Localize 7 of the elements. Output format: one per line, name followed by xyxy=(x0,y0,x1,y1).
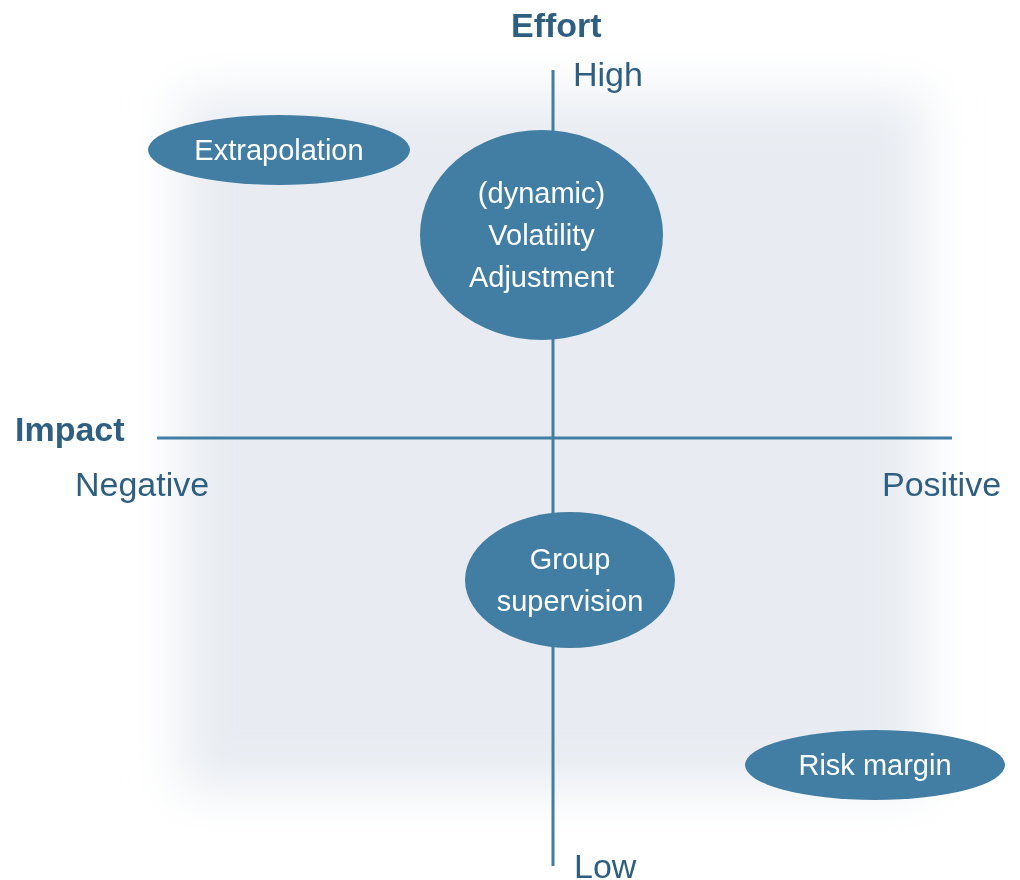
axis-end-label: Low xyxy=(574,849,637,880)
ellipse-node: Risk margin xyxy=(745,730,1005,800)
axis-title: Effort xyxy=(511,8,602,42)
axis-end-label: Positive xyxy=(882,467,1002,501)
axis-title: Impact xyxy=(15,412,125,446)
axis-end-label: Negative xyxy=(75,467,210,501)
axis-end-label: High xyxy=(573,57,643,91)
